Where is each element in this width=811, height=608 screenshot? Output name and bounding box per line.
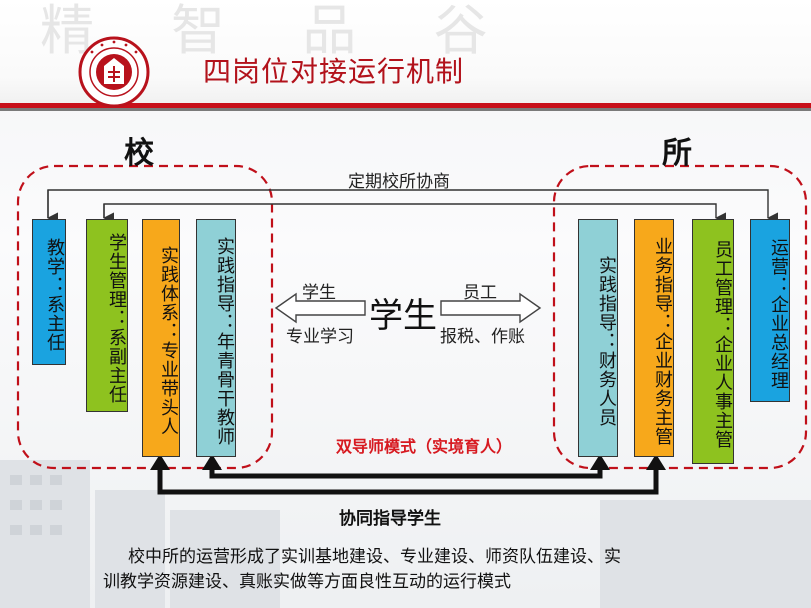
firm-box-practice-guidance: 实践指导：财务人员: [578, 219, 618, 457]
school-box-student-management: 学生管理：系副主任: [86, 219, 128, 412]
cowork-line-outer: [157, 466, 659, 495]
university-seal-icon: [78, 36, 150, 108]
firm-box-operations: 运营：企业总经理: [750, 219, 790, 402]
header-gray-rule: [0, 108, 811, 111]
firm-box-business-guidance: 业务指导：企业财务主管: [634, 219, 674, 457]
top-link-label: 定期校所协商: [348, 172, 450, 192]
firm-region-title: 所: [662, 136, 692, 171]
left-arrow-bottom-label: 专业学习: [286, 327, 354, 347]
firm-box-staff-management: 员工管理：企业人事主管: [692, 219, 734, 464]
school-box-practice-system: 实践体系：专业带头人: [142, 219, 180, 457]
header-red-rule: [0, 103, 811, 108]
firm-region-outline: [552, 164, 808, 470]
school-region-title: 校: [124, 136, 154, 171]
school-box-practice-guidance: 实践指导：年青骨干教师: [196, 219, 236, 457]
footer-summary-line2: 训教学资源建设、真账实做等方面良性互动的运行模式: [103, 572, 511, 592]
arrow-left-hollow: [274, 292, 366, 324]
left-arrow-top-label: 学生: [302, 283, 336, 303]
right-arrow-bottom-label: 报税、作账: [440, 327, 525, 347]
school-region-outline: [16, 164, 274, 470]
right-arrow-top-label: 员工: [463, 283, 497, 303]
top-link-inner: [103, 203, 727, 224]
page-title: 四岗位对接运行机制: [203, 55, 465, 88]
school-box-teaching: 教学：系主任: [32, 219, 66, 365]
footer-summary-line1: 校中所的运营形成了实训基地建设、专业建设、师资队伍建设、实: [128, 547, 621, 567]
dual-mentor-mode-label: 双导师模式（实境育人）: [336, 437, 513, 456]
center-student-label: 学生: [369, 296, 437, 336]
arrow-right-hollow: [440, 292, 542, 324]
cooperative-guidance-label: 协同指导学生: [339, 509, 441, 529]
cowork-line-inner: [209, 466, 603, 479]
building-backdrop: [0, 460, 811, 608]
